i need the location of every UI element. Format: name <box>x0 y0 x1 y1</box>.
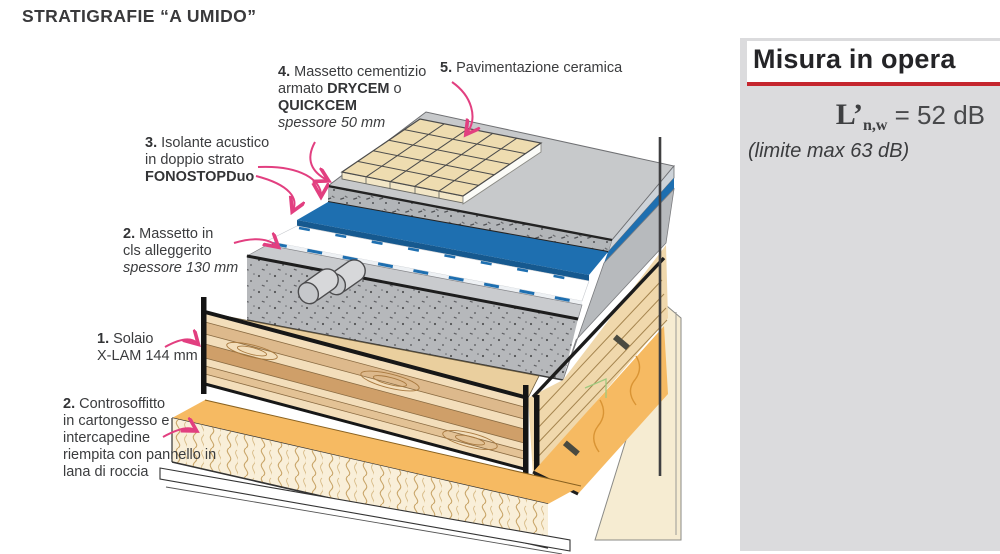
arrow-ceiling <box>162 428 195 438</box>
red-divider <box>747 82 1000 86</box>
acoustic-formula: L’n,w = 52 dB <box>835 98 985 135</box>
label-2a-number: 2. <box>123 226 136 242</box>
brand-drycem: DRYCEM <box>327 81 390 97</box>
suspended-ceiling <box>159 326 668 554</box>
measure-panel: Misura in opera L’n,w = 52 dB (limite ma… <box>740 38 1000 551</box>
arrow-screed <box>309 141 327 180</box>
arrow-xlam <box>164 339 197 348</box>
pipes <box>297 259 366 305</box>
arrow-white-layer <box>255 175 294 210</box>
arrow-tiles <box>451 81 472 133</box>
label-2-controsoffitto: 2. Controsoffitto in cartongesso e inter… <box>63 396 217 480</box>
brand-quickcem: QUICKCEM <box>278 98 357 114</box>
label-4-number: 4. <box>278 64 291 80</box>
fonostop-blue-layer <box>297 202 608 281</box>
arrow-concrete <box>233 239 277 246</box>
label-1-solaio: 1. Solaio X-LAM 144 mm <box>97 331 198 364</box>
label-3-number: 3. <box>145 135 158 151</box>
page-title: STRATIGRAFIE “A UMIDO” <box>22 6 257 26</box>
corner-post-left <box>201 297 207 394</box>
label-5-number: 5. <box>440 60 453 76</box>
label-2b-number: 2. <box>63 396 76 412</box>
arrow-blue-layer <box>257 165 321 195</box>
measure-panel-title: Misura in opera <box>753 44 956 74</box>
gypsum-board <box>159 467 571 552</box>
ceramic-tiles <box>340 118 543 205</box>
label-2-massetto-cls: 2. Massetto in cls alleggerito spessore … <box>123 226 239 276</box>
brand-fonostopduo: FONOSTOPDuo <box>145 169 255 185</box>
tile-grid <box>357 123 526 192</box>
label-1-number: 1. <box>97 331 110 347</box>
right-side-faces <box>562 164 675 381</box>
limit-note: (limite max 63 dB) <box>748 140 910 162</box>
measure-panel-header: Misura in opera <box>747 41 1000 82</box>
label-5-pavimentazione: 5. Pavimentazione ceramica <box>440 60 623 76</box>
fonostop-white-layer <box>266 225 590 305</box>
label-4-massetto-cementizio: 4. Massetto cementizio armato DRYCEM o Q… <box>278 64 427 131</box>
label-3-isolante: 3. Isolante acustico in doppio strato FO… <box>145 135 270 185</box>
callout-arrows <box>162 81 472 438</box>
corner-post-right <box>523 385 529 483</box>
corner-post-right-2 <box>534 395 540 492</box>
stratigraphy-diagram <box>159 81 682 554</box>
tile-joints <box>365 177 440 198</box>
xlam-slab <box>201 245 668 492</box>
